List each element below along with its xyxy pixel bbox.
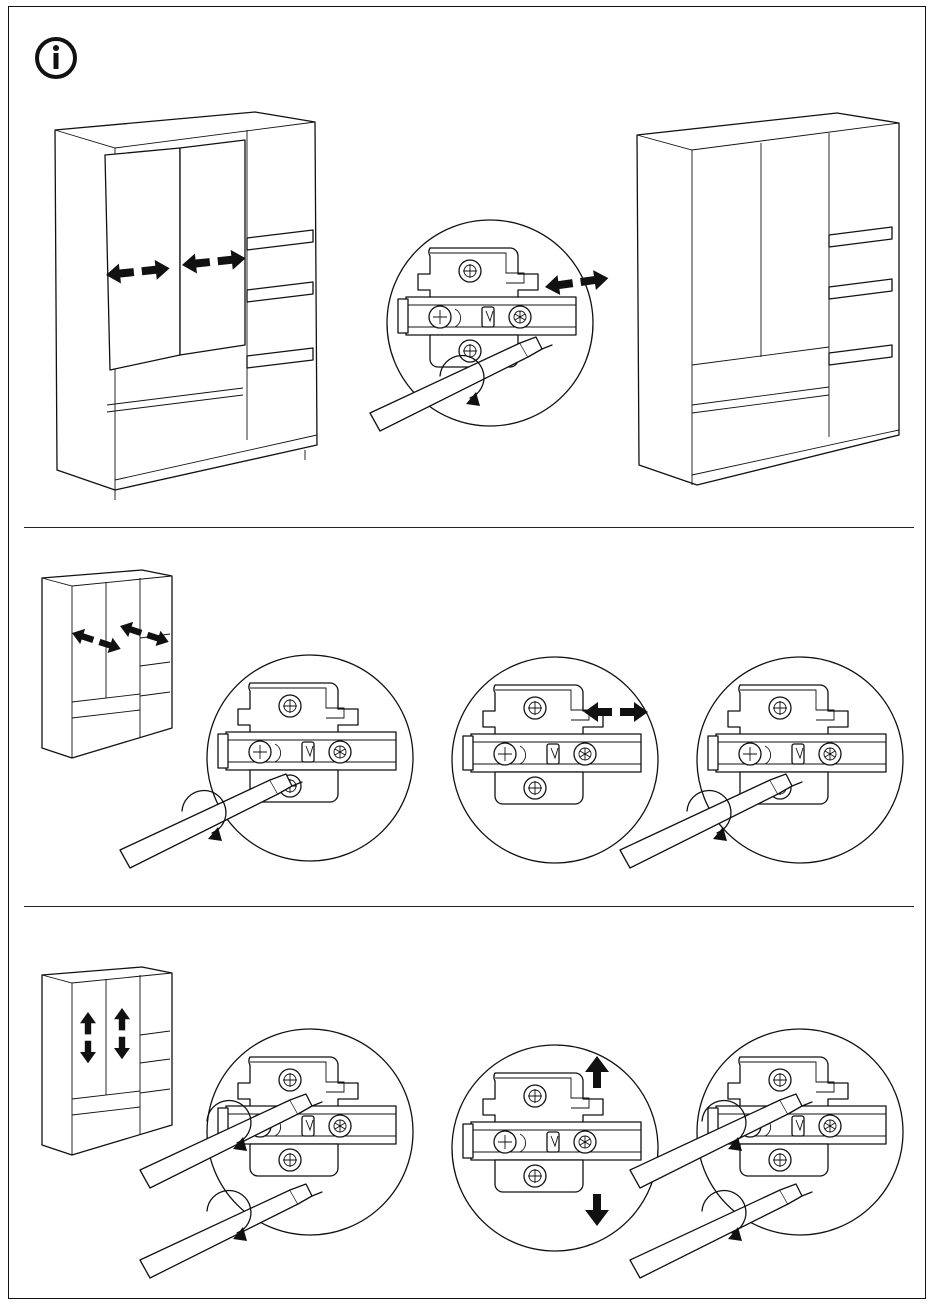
page-border <box>8 6 926 1299</box>
hinge-detail-tighten <box>696 656 904 864</box>
arrow-up-icon <box>585 1056 609 1088</box>
hinge-detail-vertical <box>451 1044 659 1252</box>
section-divider <box>24 527 914 528</box>
cabinet-small-height <box>41 966 173 1156</box>
cabinet-closed-doors <box>636 112 900 486</box>
section-divider <box>24 906 914 907</box>
cabinet-small-side <box>41 569 173 759</box>
hinge-detail-shift <box>451 656 659 864</box>
info-circle-icon <box>35 37 77 79</box>
cabinet-open-doors <box>54 111 318 500</box>
hinge-detail-loosen <box>206 654 414 862</box>
arrow-down-icon <box>585 1194 609 1226</box>
